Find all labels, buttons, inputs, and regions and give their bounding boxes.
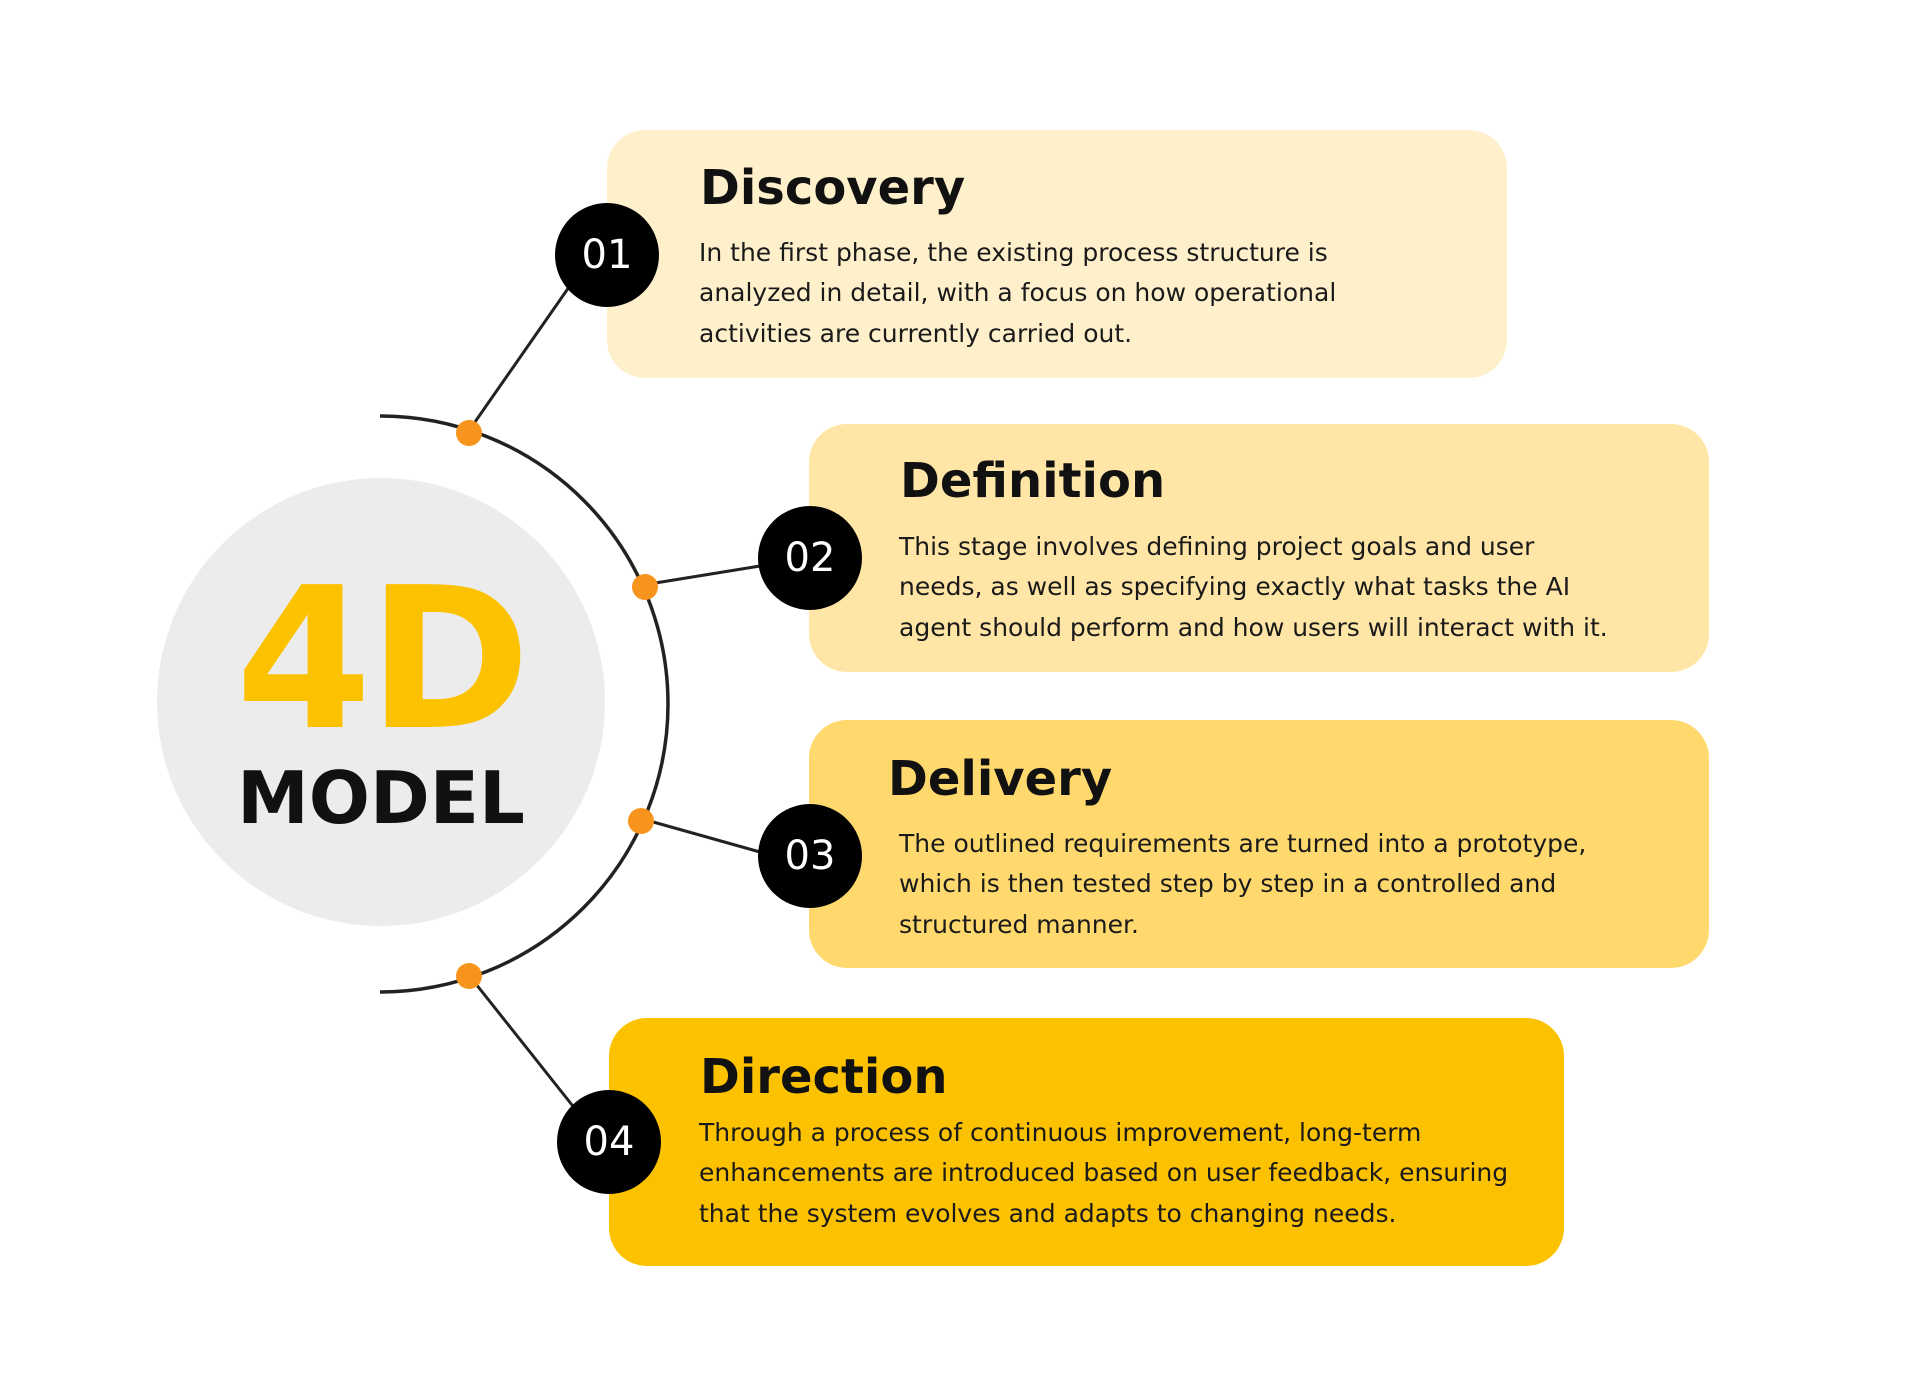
- connector-line-4: [466, 973, 578, 1111]
- step-card-delivery: [809, 720, 1709, 968]
- step-title-definition: Definition: [900, 453, 1166, 509]
- connector-dot-2: [632, 574, 658, 600]
- center-title: 4D: [235, 546, 530, 774]
- step-text-discovery-line-1: In the first phase, the existing process…: [699, 238, 1328, 267]
- step-title-delivery: Delivery: [888, 751, 1113, 807]
- step-card-direction: [609, 1018, 1564, 1266]
- center-circle: [157, 478, 605, 926]
- connector-dot-3: [628, 808, 654, 834]
- step-text-direction-line-3: that the system evolves and adapts to ch…: [699, 1199, 1397, 1228]
- step-title-discovery: Discovery: [700, 160, 966, 216]
- step-number-badge-03: 03: [758, 804, 862, 908]
- step-text-direction-line-1: Through a process of continuous improvem…: [699, 1118, 1422, 1147]
- step-text-definition-line-2: needs, as well as specifying exactly wha…: [899, 572, 1571, 601]
- step-card-discovery: [607, 130, 1507, 378]
- step-number-badge-02: 02: [758, 506, 862, 610]
- connector-line-3: [638, 816, 761, 854]
- connector-dot-1: [456, 420, 482, 446]
- step-text-definition-line-3: agent should perform and how users will …: [899, 613, 1608, 642]
- step-text-direction-line-2: enhancements are introduced based on use…: [699, 1158, 1509, 1187]
- step-text-delivery-line-3: structured manner.: [899, 910, 1139, 939]
- step-text-discovery-line-3: activities are currently carried out.: [699, 319, 1133, 348]
- step-title-direction: Direction: [700, 1049, 948, 1105]
- center-subtitle: MODEL: [237, 756, 525, 840]
- step-card-definition: [809, 424, 1709, 672]
- step-text-delivery-line-2: which is then tested step by step in a c…: [899, 869, 1557, 898]
- connector-line-2: [642, 564, 761, 587]
- connector-dot-4: [456, 963, 482, 989]
- step-number-badge-01: 01: [555, 203, 659, 307]
- step-text-delivery-line-1: The outlined requirements are turned int…: [899, 829, 1587, 858]
- step-text-definition-line-1: This stage involves defining project goa…: [899, 532, 1535, 561]
- connector-line-1: [466, 276, 578, 433]
- step-text-discovery-line-2: analyzed in detail, with a focus on how …: [699, 278, 1337, 307]
- outer-arc: [379, 414, 670, 994]
- step-number-badge-04: 04: [557, 1090, 661, 1194]
